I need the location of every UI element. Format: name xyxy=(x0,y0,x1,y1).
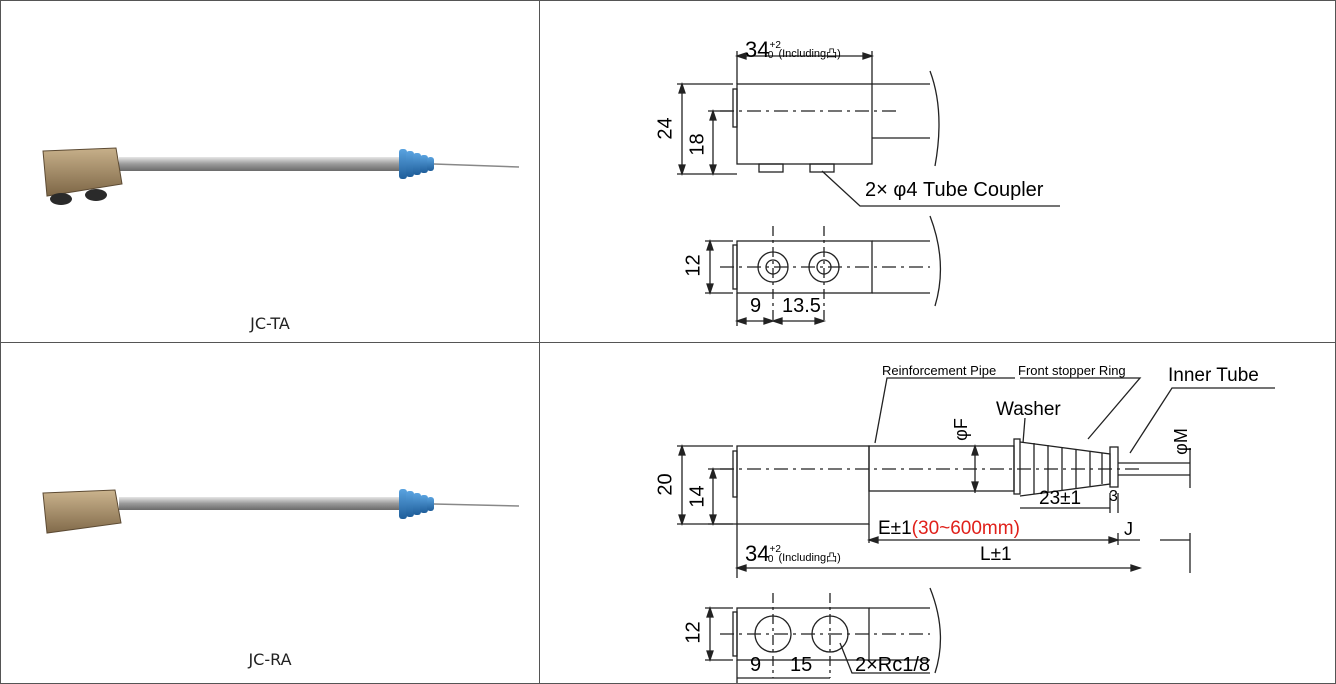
front-stopper-label: Front stopper Ring xyxy=(1018,363,1126,378)
pitch-a-label: 9 xyxy=(750,654,762,676)
dim-l xyxy=(736,524,1140,578)
reinforcement-pipe-shape xyxy=(119,157,399,171)
inner-tube xyxy=(1118,462,1190,476)
jc-ta-photo xyxy=(42,147,520,205)
row1-drawing-cell: 34+20(Including凸) 24 18 2× φ4 Tube Coupl… xyxy=(539,0,1336,343)
coupler-shape xyxy=(85,189,107,201)
washer-label: Washer xyxy=(996,399,1061,420)
phi-f-label: φF xyxy=(950,418,971,441)
inner-tube-shape xyxy=(433,163,520,168)
model-caption: JC-RA xyxy=(248,650,292,669)
coupler-label: 2× φ4 Tube Coupler xyxy=(865,179,1044,201)
pitch-b-label: 13.5 xyxy=(782,295,821,317)
dim-18-label: 18 xyxy=(686,133,709,156)
jc-ra-photo xyxy=(42,489,520,534)
front-plate xyxy=(732,88,738,128)
front-stopper xyxy=(1109,446,1119,488)
dim-12-label: 12 xyxy=(682,254,705,277)
dim-12-label: 12 xyxy=(682,621,705,644)
coupler-leader xyxy=(821,170,1060,207)
washer-leader xyxy=(1022,417,1026,444)
pitch-b-label: 15 xyxy=(790,654,813,676)
coupler-stub xyxy=(758,163,784,173)
model-caption: JC-TA xyxy=(250,314,290,333)
inner-tube-label: Inner Tube xyxy=(1168,365,1259,386)
dim-e xyxy=(868,524,1191,573)
block-shape xyxy=(42,147,123,197)
dim-width-label: 34+20(Including凸) xyxy=(745,541,841,566)
pipe-outline xyxy=(872,83,930,139)
reinforcement-pipe-shape xyxy=(119,497,399,510)
pitch-a-label: 9 xyxy=(750,295,762,317)
row1-photo-cell: JC-TA xyxy=(0,0,540,343)
washer xyxy=(1013,438,1021,495)
front-stopper-leader xyxy=(1020,377,1142,440)
port-leader xyxy=(839,642,930,674)
dim-24 xyxy=(677,83,737,175)
dim-pitch xyxy=(736,660,830,683)
e-dimension-label: E±1(30~600mm) xyxy=(878,518,1020,539)
phi-m-label: φM xyxy=(1170,428,1191,455)
inner-tube-shape xyxy=(433,503,520,507)
j-label: J xyxy=(1124,519,1133,539)
dim-18 xyxy=(708,110,733,174)
jc-ta-drawing xyxy=(677,51,1060,326)
coupler-stub xyxy=(809,163,835,173)
dim-bellows xyxy=(1020,493,1119,513)
dim-20-label: 20 xyxy=(654,473,677,496)
ring-length-label: 3 xyxy=(1109,488,1118,505)
dim-14-label: 14 xyxy=(686,485,709,508)
reinforcement-label: Reinforcement Pipe xyxy=(882,363,997,378)
dim-24-label: 24 xyxy=(654,117,677,140)
coupler-shape xyxy=(50,193,72,205)
row2-drawing-cell: Reinforcement Pipe Front stopper Ring In… xyxy=(539,342,1336,684)
l-dimension-label: L±1 xyxy=(980,544,1012,565)
front-plate xyxy=(732,450,738,498)
body-outline xyxy=(736,83,873,165)
dim-width-label: 34+20(Including凸) xyxy=(745,37,841,62)
block-shape xyxy=(42,489,122,534)
jc-ra-drawing xyxy=(677,377,1275,683)
break-line xyxy=(929,70,940,167)
bellows-shape xyxy=(399,489,434,519)
reinforcement-leader xyxy=(874,377,1015,444)
inner-tube-leader xyxy=(1129,387,1275,454)
port-label: 2×Rc1/8 xyxy=(855,654,931,676)
row2-photo-cell: JC-RA xyxy=(0,342,540,684)
body-outline xyxy=(736,445,870,525)
bellows-shape xyxy=(399,149,434,179)
bellows-length-label: 23±1 xyxy=(1039,488,1082,509)
